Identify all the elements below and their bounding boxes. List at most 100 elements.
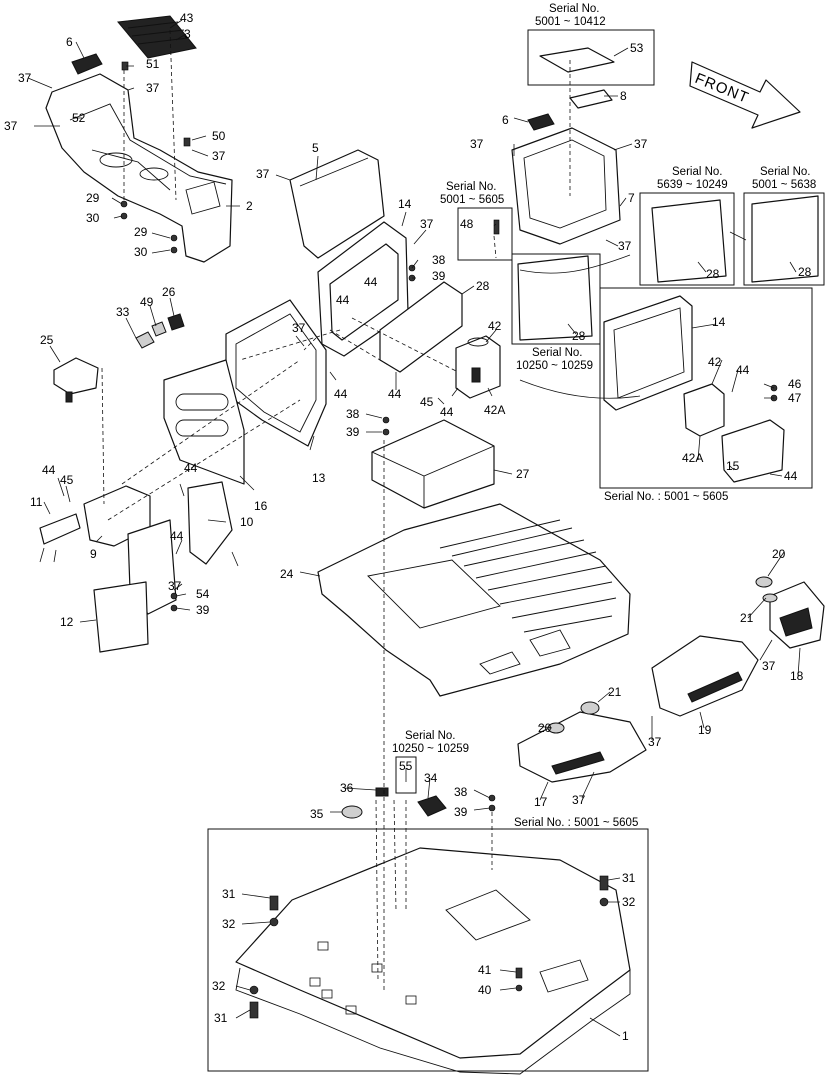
serial-bottom-label: Serial No. : 5001 ~ 5605 — [514, 817, 638, 829]
callout-25: 25 — [40, 333, 54, 347]
callout-8: 8 — [620, 89, 627, 103]
serial-mid-d-line1: Serial No. — [532, 347, 583, 359]
part-14-frame-inset — [603, 295, 693, 411]
callout-19: 19 — [698, 723, 712, 737]
callout-7: 7 — [628, 191, 635, 205]
part-42-tank-inset — [683, 383, 725, 437]
callout-55: 55 — [399, 759, 413, 773]
part-24-floor-mat — [317, 503, 631, 697]
callout-39: 39 — [196, 603, 210, 617]
callout-20: 20 — [538, 721, 552, 735]
part-33 — [135, 331, 155, 349]
callout-47: 47 — [788, 391, 802, 405]
callout-38: 38 — [454, 785, 468, 799]
callout-42: 42 — [708, 355, 722, 369]
part-35 — [341, 805, 363, 819]
callout-30: 30 — [86, 211, 100, 225]
part-11-bracket — [39, 513, 81, 545]
callout-11: 11 — [30, 495, 43, 509]
serial-mid-a-line1: Serial No. — [446, 181, 497, 193]
callout-29: 29 — [134, 225, 148, 239]
callout-44: 44 — [388, 387, 402, 401]
callout-39: 39 — [432, 269, 446, 283]
callout-37: 37 — [256, 167, 270, 181]
serial-mid-c-line2: 5001 ~ 5638 — [752, 179, 816, 191]
leader-lines — [27, 19, 801, 1037]
callout-42A: 42A — [682, 451, 703, 465]
callout-54: 54 — [196, 587, 210, 601]
serial-top-right-line1: Serial No. — [549, 3, 600, 15]
callout-40: 40 — [478, 983, 492, 997]
callout-5: 5 — [312, 141, 319, 155]
serial-inset-label: Serial No. : 5001 ~ 5605 — [604, 491, 728, 503]
callout-41: 41 — [478, 963, 492, 977]
callout-35: 35 — [310, 807, 324, 821]
callout-26: 26 — [162, 285, 176, 299]
callout-44: 44 — [42, 463, 56, 477]
callout-43: 43 — [180, 11, 194, 25]
callout-21: 21 — [740, 611, 754, 625]
callout-44: 44 — [334, 387, 348, 401]
callout-37: 37 — [572, 793, 586, 807]
callout-31: 31 — [622, 871, 636, 885]
callout-48: 48 — [460, 217, 474, 231]
callout-45: 45 — [60, 473, 74, 487]
callout-29: 29 — [86, 191, 100, 205]
serial-box-mid-b — [639, 192, 735, 286]
part-28-plate-d — [517, 255, 593, 341]
part-19-duct — [651, 635, 759, 717]
callout-50: 50 — [212, 129, 226, 143]
callout-39: 39 — [454, 805, 468, 819]
part-34 — [417, 795, 447, 817]
callout-37: 37 — [212, 149, 226, 163]
callout-6: 6 — [66, 35, 73, 49]
part-27-box — [371, 419, 495, 509]
callout-numbers: 43 3 6 51 37 37 52 37 50 37 29 30 2 29 3… — [4, 11, 812, 1043]
part-21-ring-top — [762, 593, 778, 603]
callout-30: 30 — [134, 245, 148, 259]
part-25-cushion — [53, 357, 99, 395]
callout-28: 28 — [476, 279, 490, 293]
callout-31: 31 — [222, 887, 236, 901]
callout-13: 13 — [312, 471, 326, 485]
callout-53: 53 — [630, 41, 644, 55]
callout-37: 37 — [618, 239, 632, 253]
callout-51: 51 — [146, 57, 160, 71]
callout-14: 14 — [712, 315, 726, 329]
callout-33: 33 — [116, 305, 130, 319]
serial-box-mid-a — [457, 207, 513, 261]
callout-44: 44 — [440, 405, 454, 419]
callout-44: 44 — [784, 469, 798, 483]
serial-mid-b-line2: 5639 ~ 10249 — [657, 179, 728, 191]
callout-3: 3 — [184, 27, 191, 41]
callout-46: 46 — [788, 377, 802, 391]
part-2-console — [45, 73, 233, 263]
callout-17: 17 — [534, 795, 548, 809]
callout-32: 32 — [622, 895, 636, 909]
part-20-ring-lower — [547, 722, 565, 734]
part-28-plate-b — [651, 199, 727, 283]
callout-18: 18 — [790, 669, 804, 683]
callout-28: 28 — [572, 329, 586, 343]
serial-box-bottom — [207, 828, 649, 1072]
parts — [39, 15, 825, 1075]
callout-16: 16 — [254, 499, 268, 513]
front-arrow: FRONT — [689, 61, 801, 129]
part-49 — [151, 321, 167, 337]
part-6-pad — [71, 53, 103, 75]
part-7-console — [511, 127, 621, 245]
serial-box-lower — [395, 756, 417, 794]
part-8-cover — [569, 89, 613, 109]
serial-lower-line2: 10250 ~ 10259 — [392, 743, 469, 755]
callout-32: 32 — [222, 917, 236, 931]
part-16-panel — [163, 359, 245, 485]
part-1-floor-plate — [235, 847, 631, 1059]
part-42-tank — [455, 335, 501, 399]
callout-9: 9 — [90, 547, 97, 561]
callout-12: 12 — [60, 615, 74, 629]
serial-mid-d-line2: 10250 ~ 10259 — [516, 360, 593, 372]
callout-15: 15 — [726, 459, 740, 473]
callout-44: 44 — [364, 275, 378, 289]
callout-44: 44 — [736, 363, 750, 377]
